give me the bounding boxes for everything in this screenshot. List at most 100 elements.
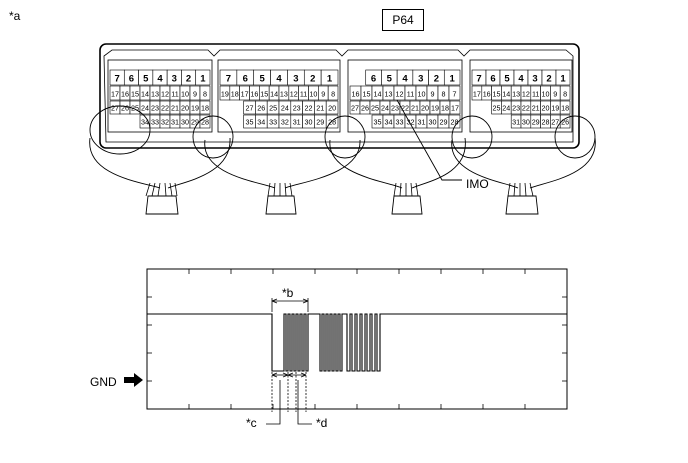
label-c: *c — [246, 416, 257, 430]
pin-number: 24 — [281, 104, 289, 113]
pin-number: 4 — [276, 74, 282, 85]
pin-number: 32 — [161, 118, 169, 127]
pin-cell — [327, 85, 339, 101]
imo-signal-waveform — [147, 313, 567, 372]
pin-cell — [325, 100, 339, 115]
pin-cell — [448, 85, 461, 101]
pin-number: 19 — [551, 104, 559, 113]
pin-number: 20 — [328, 104, 336, 113]
pin-number: 13 — [280, 90, 288, 99]
pin-number: 31 — [171, 118, 179, 127]
figure-label: *a — [9, 9, 21, 23]
pin-cell — [449, 100, 461, 115]
pin-number: 14 — [374, 90, 382, 99]
imo-leader-line — [396, 99, 462, 181]
pin-cell — [448, 114, 461, 129]
imo-label: IMO — [466, 177, 489, 191]
pin-number: 3 — [532, 74, 537, 85]
pin-number: 22 — [161, 104, 169, 113]
pin-number: 11 — [171, 90, 178, 99]
wire-harness — [89, 105, 596, 189]
pin-number: 28 — [328, 118, 336, 127]
pin-number: 22 — [305, 104, 313, 113]
pin-number: 5 — [259, 74, 265, 85]
pin-number: 31 — [293, 118, 301, 127]
pin-number: 17 — [451, 104, 459, 113]
pin-number: 7 — [226, 74, 231, 85]
pin-cell — [559, 85, 571, 101]
pin-number: 27 — [111, 104, 119, 113]
pin-number: 9 — [193, 90, 197, 99]
pin-number: 7 — [114, 74, 119, 85]
harness-wires — [145, 182, 534, 197]
pin-number: 20 — [421, 104, 429, 113]
pin-number: 11 — [407, 90, 414, 99]
pin-number: 9 — [553, 90, 557, 99]
pin-number: 3 — [418, 74, 423, 85]
pin-number: 5 — [143, 74, 149, 85]
pin-number: 20 — [181, 104, 189, 113]
pin-number: 18 — [561, 104, 569, 113]
pin-number: 15 — [260, 90, 268, 99]
pin-number: 17 — [241, 90, 249, 99]
pin-number: 6 — [129, 74, 134, 85]
pin-number: 3 — [293, 74, 298, 85]
pin-number: 8 — [442, 90, 446, 99]
pin-number: 2 — [434, 74, 439, 85]
pin-number: 21 — [171, 104, 179, 113]
pin-number: 17 — [473, 90, 481, 99]
pin-number: 18 — [441, 104, 449, 113]
pin-number: 25 — [269, 104, 277, 113]
connector-label: P64 — [382, 9, 424, 31]
pin-number: 29 — [191, 118, 199, 127]
pin-number: 23 — [391, 104, 399, 113]
pin-number: 30 — [305, 118, 313, 127]
pin-number: 6 — [243, 74, 248, 85]
pin-number: 22 — [401, 104, 409, 113]
pin-number: 21 — [411, 104, 419, 113]
pin-number: 8 — [563, 90, 567, 99]
pin-cell — [559, 114, 571, 129]
pin-number: 2 — [546, 74, 551, 85]
pin-number: 21 — [532, 104, 540, 113]
pin-block-outline — [107, 59, 213, 133]
harness-bundles — [145, 195, 539, 215]
pin-block-outline — [217, 59, 341, 133]
pin-number: 19 — [431, 104, 439, 113]
pin-number: 28 — [542, 118, 550, 127]
pin-number: 27 — [246, 104, 254, 113]
pin-number: 14 — [270, 90, 278, 99]
pin-number: 12 — [396, 90, 404, 99]
pin-number: 31 — [418, 118, 426, 127]
pin-number: 11 — [300, 90, 307, 99]
pin-number: 30 — [429, 118, 437, 127]
pin-number: 5 — [504, 74, 510, 85]
pin-number: 12 — [161, 90, 169, 99]
pin-number: 15 — [131, 90, 139, 99]
pin-number: 19 — [191, 104, 199, 113]
pin-number: 16 — [250, 90, 258, 99]
pin-number: 23 — [151, 104, 159, 113]
pin-number: 33 — [151, 118, 159, 127]
pin-number: 9 — [431, 90, 435, 99]
pin-number: 7 — [476, 74, 481, 85]
pin-number: 32 — [281, 118, 289, 127]
pin-number: 30 — [181, 118, 189, 127]
pin-number: 26 — [121, 104, 129, 113]
pin-number: 10 — [181, 90, 189, 99]
pin-number: 10 — [418, 90, 426, 99]
pin-number: 31 — [512, 118, 520, 127]
pin-number: 22 — [522, 104, 530, 113]
pin-number: 28 — [451, 118, 459, 127]
pin-number: 24 — [141, 104, 149, 113]
pin-number: 8 — [331, 90, 335, 99]
pin-number: 2 — [186, 74, 191, 85]
pin-number: 29 — [440, 118, 448, 127]
pin-number: 25 — [493, 104, 501, 113]
pin-number: 33 — [269, 118, 277, 127]
pin-number: 4 — [402, 74, 408, 85]
pin-block-outline — [469, 59, 573, 133]
pin-number: 3 — [172, 74, 177, 85]
